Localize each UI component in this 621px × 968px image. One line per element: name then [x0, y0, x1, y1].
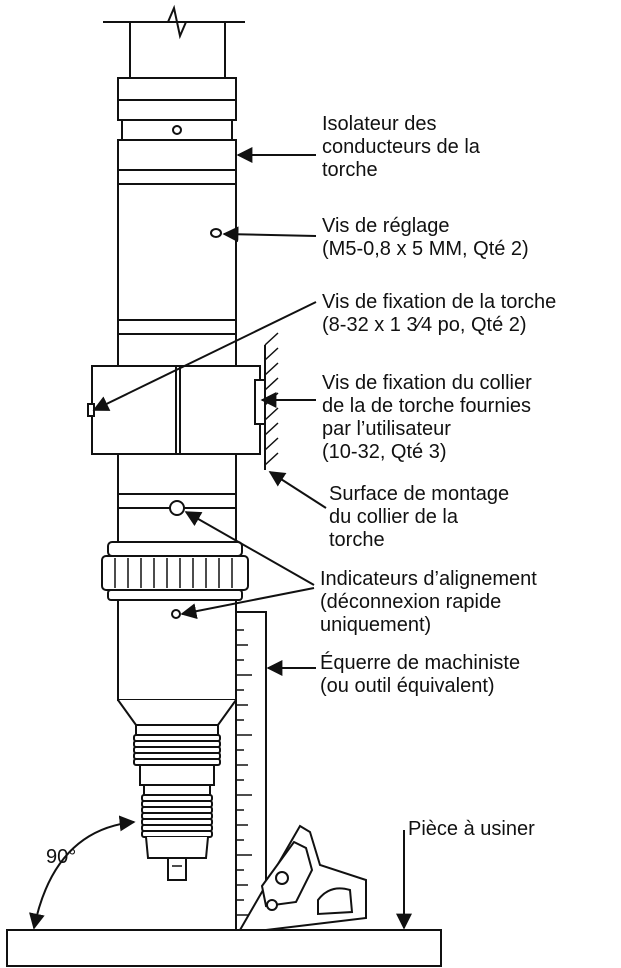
label-workpiece: Pièce à usiner	[408, 818, 535, 840]
label-line: (8-32 x 1 3⁄4 po, Qté 2)	[322, 314, 527, 336]
label-line: (M5-0,8 x 5 MM, Qté 2)	[322, 238, 529, 260]
torch-lead-insulator	[117, 77, 237, 171]
label-line: Surface de montage	[329, 483, 510, 505]
arrow-torch-mount-screw	[92, 301, 317, 411]
label-line: Vis de fixation de la torche	[322, 291, 557, 313]
label-torch-mount-screw: Vis de fixation de la torche (8-32 x 1 3…	[322, 291, 556, 337]
label-line: Vis de réglage	[322, 215, 450, 237]
label-alignment-indicators: Indicateurs d’alignement (déconnexion ra…	[320, 568, 537, 637]
alignment-indicator-upper-icon	[169, 500, 185, 516]
label-line: uniquement)	[320, 614, 432, 636]
label-line: Vis de fixation du collier	[322, 372, 532, 394]
torch-nozzle	[141, 794, 213, 838]
torch-leads	[103, 4, 245, 78]
torch-lower-body	[117, 453, 237, 543]
label-torch-lead-insulator: Isolateur des conducteurs de la torche	[322, 113, 480, 182]
label-line: (ou outil équivalent)	[320, 675, 495, 697]
label-line: conducteurs de la	[322, 136, 480, 158]
alignment-indicator-lower-icon	[171, 609, 181, 619]
label-angle-90: 90°	[46, 846, 77, 868]
torch-threads	[133, 734, 221, 766]
label-line: torche	[329, 529, 385, 551]
label-line: de la de torche fournies	[322, 395, 532, 417]
label-machinist-square: Équerre de machiniste (ou outil équivale…	[320, 652, 520, 698]
machinists-square	[235, 611, 367, 931]
label-set-screw: Vis de réglage (M5-0,8 x 5 MM, Qté 2)	[322, 215, 529, 261]
label-line: par l’utilisateur	[322, 418, 451, 440]
arrow-alignment-lower	[180, 587, 315, 620]
torch-mount-screw-icon	[87, 403, 95, 417]
label-line: (10-32, Qté 3)	[322, 441, 447, 463]
label-line: du collier de la	[329, 506, 458, 528]
set-screw-icon	[210, 228, 222, 238]
label-collar-mount-surface: Surface de montage du collier de la torc…	[329, 483, 509, 552]
label-collar-mount-screws: Vis de fixation du collier de la de torc…	[322, 372, 532, 464]
quick-disconnect-ring	[101, 541, 249, 601]
label-line: (déconnexion rapide	[320, 591, 502, 613]
torch-mounting-collar	[87, 365, 266, 455]
workpiece-plate	[6, 929, 442, 967]
label-line: Équerre de machiniste	[320, 652, 521, 674]
torch-head	[117, 599, 237, 881]
torch-main-body	[117, 169, 237, 367]
arrow-alignment-upper	[184, 511, 315, 586]
label-line: Indicateurs d’alignement	[320, 568, 537, 590]
label-line: torche	[322, 159, 378, 181]
arrow-set-screw	[222, 226, 317, 243]
collar-mounting-surface	[264, 332, 279, 470]
collar-screw-icon	[254, 379, 266, 425]
arrow-90-degree	[29, 815, 136, 930]
label-line: Isolateur des	[322, 113, 437, 135]
arrow-mounting-surface	[268, 471, 327, 509]
